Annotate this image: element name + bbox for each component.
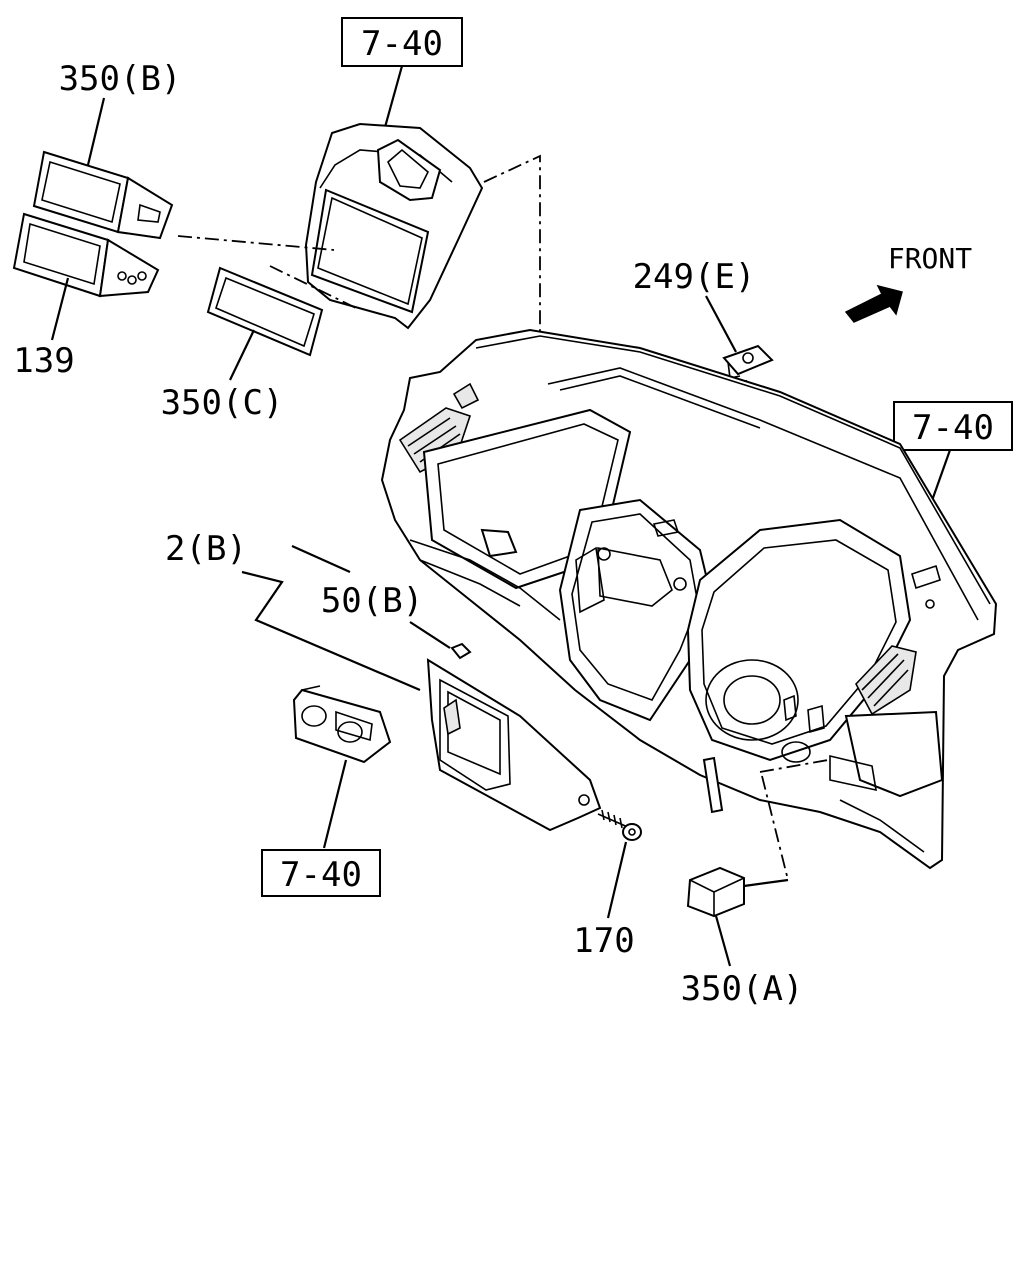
leader-249e: [705, 295, 737, 353]
front-arrow-icon: [844, 284, 903, 323]
switch-panel-139[interactable]: [12, 212, 160, 298]
label-249e: 249(E): [633, 257, 756, 297]
leader-350b: [86, 97, 106, 166]
reference-box-top[interactable]: 7-40: [341, 17, 463, 67]
leader-2b-lower: [241, 570, 421, 692]
leader-350c: [229, 329, 255, 381]
align-line-350c: [269, 265, 357, 309]
leader-2b-upper: [291, 544, 351, 574]
lower-center-bezel[interactable]: [426, 658, 602, 832]
label-350c: 350(C): [161, 383, 284, 423]
instrument-panel-dashboard[interactable]: [380, 328, 998, 870]
reference-label-top: 7-40: [361, 24, 443, 64]
switch-350c[interactable]: [206, 266, 324, 357]
reference-label-right: 7-40: [912, 408, 994, 448]
label-139: 139: [13, 341, 74, 381]
leader-350a-horizontal: [743, 878, 789, 888]
leader-50b: [409, 621, 451, 649]
reference-label-bottom-left: 7-40: [280, 855, 362, 895]
label-350b: 350(B): [59, 59, 182, 99]
label-170: 170: [573, 921, 634, 961]
leader-170: [606, 841, 628, 919]
leader-350a: [714, 915, 732, 967]
switch-350b[interactable]: [32, 150, 174, 240]
reference-box-right[interactable]: 7-40: [893, 401, 1013, 451]
align-line-350a-vert: [761, 775, 789, 881]
label-2b: 2(B): [165, 529, 247, 569]
switch-350a[interactable]: [686, 866, 745, 918]
label-350a: 350(A): [681, 969, 804, 1009]
reference-box-bottom-left[interactable]: 7-40: [261, 849, 381, 897]
leader-ref-bottom-left: [322, 759, 348, 849]
center-console-panel[interactable]: [304, 122, 484, 330]
switch-housing-left[interactable]: [292, 685, 392, 764]
label-50b: 50(B): [321, 581, 423, 621]
screw-170[interactable]: [597, 809, 642, 841]
align-line-350a-top: [759, 759, 829, 773]
leader-139: [50, 277, 70, 341]
clip-50b[interactable]: [450, 642, 472, 660]
clip-249e[interactable]: [722, 344, 774, 379]
align-line-panel: [483, 154, 627, 662]
front-label: FRONT: [888, 242, 972, 275]
